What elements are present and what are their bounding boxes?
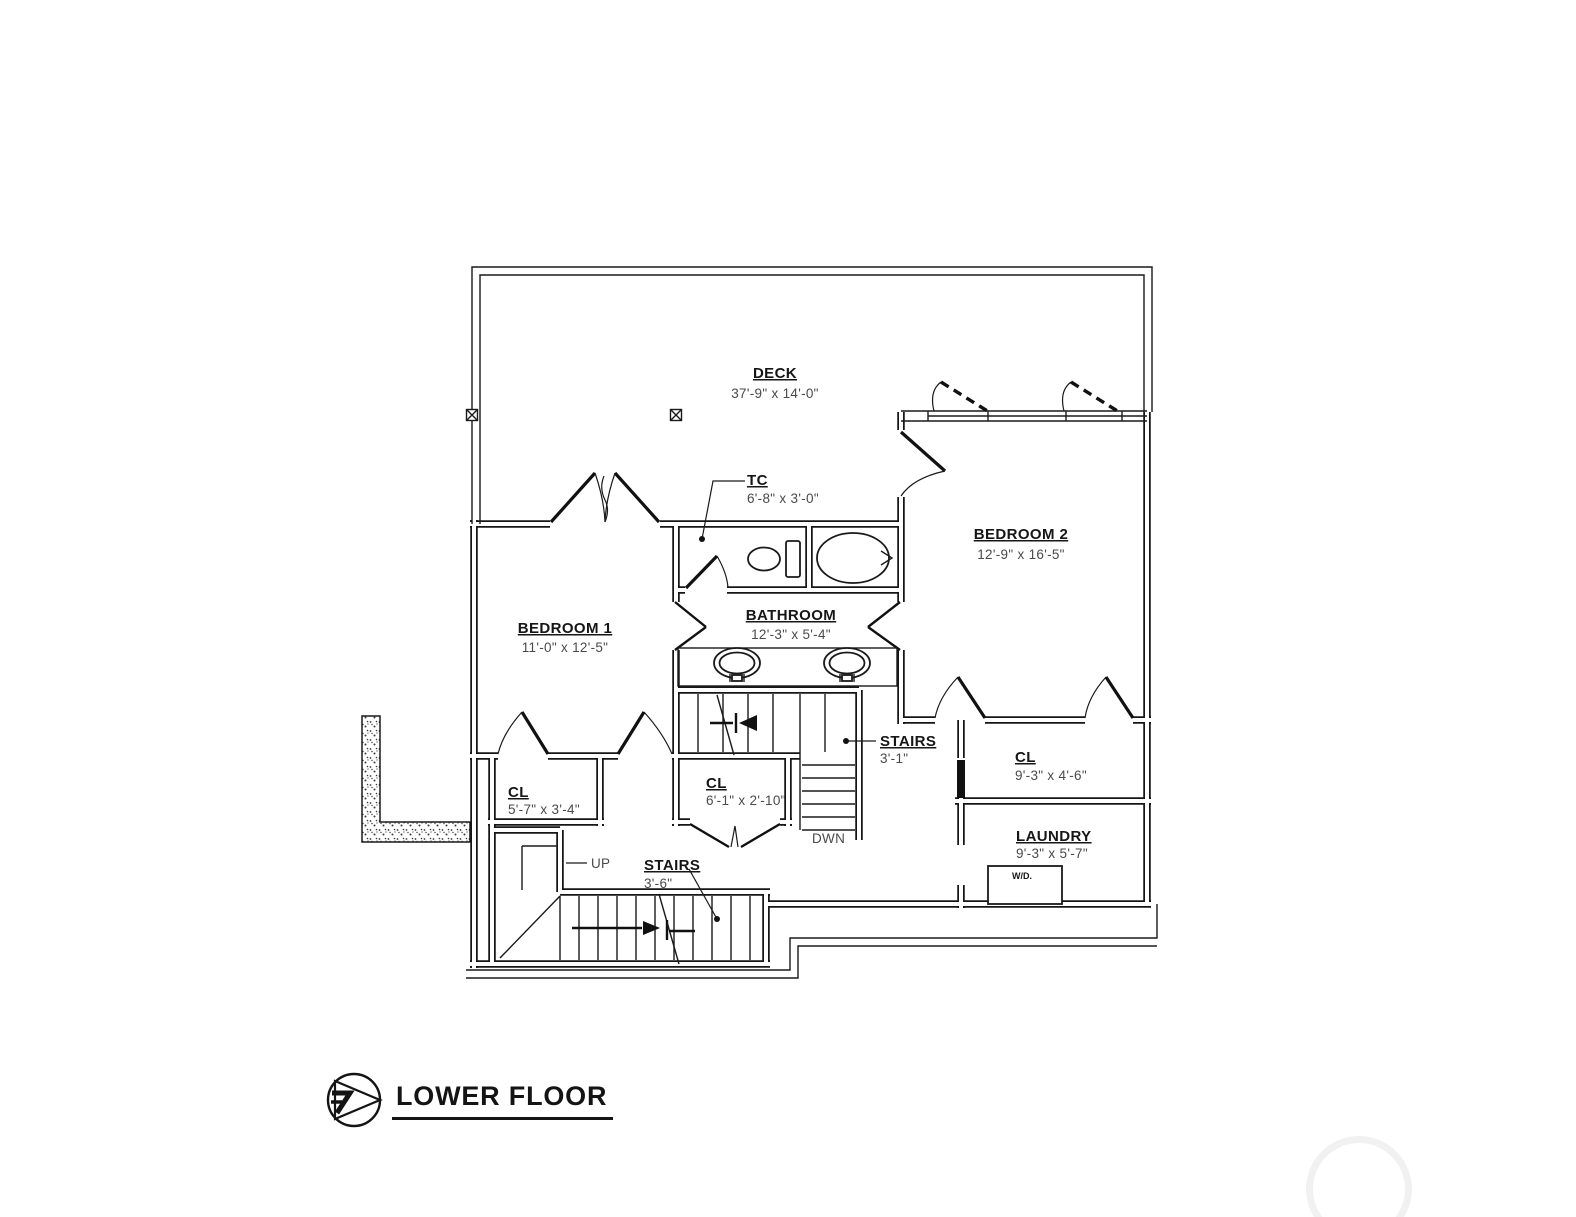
stair-direction-arrow [643,921,660,935]
room-label-bathroom: BATHROOM [746,607,836,624]
stairs-bottom [499,845,751,965]
room-dims-bedroom2: 12'-9" x 16'-5" [977,547,1065,562]
annotation-up: UP [591,856,610,871]
toilet-icon [747,540,801,578]
room-dims-stairs-mid: 3'-1" [880,751,908,766]
retaining-wall [361,715,471,843]
room-dims-tc: 6'-8" x 3'-0" [747,491,819,506]
room-label-cl-left: CL [508,784,529,801]
doors [497,430,1135,849]
washer-dryer-icon [987,865,1063,905]
room-label-deck: DECK [753,365,797,382]
room-dims-deck: 37'-9" x 14'-0" [731,386,819,401]
page-title: LOWER FLOOR [392,1081,614,1120]
deck-railing [466,266,1158,979]
room-dims-bathroom: 12'-3" x 5'-4" [751,627,831,642]
annotation-wd: W/D. [1012,871,1032,881]
room-dims-laundry: 9'-3" x 5'-7" [1016,846,1088,861]
vanity-sinks-icon [677,647,898,687]
room-label-stairs-mid: STAIRS [880,733,936,750]
room-label-bedroom1: BEDROOM 1 [518,620,612,637]
compass-logo-icon [326,1072,383,1128]
room-dims-bedroom1: 11'-0" x 12'-5" [522,640,609,655]
pocket-door [957,760,965,798]
stair-direction-arrow [739,715,757,731]
room-dims-stairs-low: 3'-6" [644,876,672,891]
bathtub-icon [816,532,894,584]
title-block: LOWER FLOOR [322,1068,614,1132]
deck-post-icon [465,408,683,422]
room-label-cl-right: CL [1015,749,1036,766]
room-label-stairs-low: STAIRS [644,857,700,874]
room-dims-cl-mid: 6'-1" x 2'-10" [706,793,786,808]
room-dims-cl-right: 9'-3" x 4'-6" [1015,768,1087,783]
room-dims-cl-left: 5'-7" x 3'-4" [508,802,580,817]
annotation-dwn: DWN [812,831,845,846]
room-label-cl-mid: CL [706,775,727,792]
watermark-circle [1306,1136,1412,1217]
room-label-tc: TC [747,472,768,489]
stairs-middle [697,694,855,831]
room-label-bedroom2: BEDROOM 2 [974,526,1068,543]
casement-window-swing [940,380,1120,414]
room-label-laundry: LAUNDRY [1016,828,1092,845]
window-wall [901,380,1147,422]
leader-lines [566,480,876,922]
